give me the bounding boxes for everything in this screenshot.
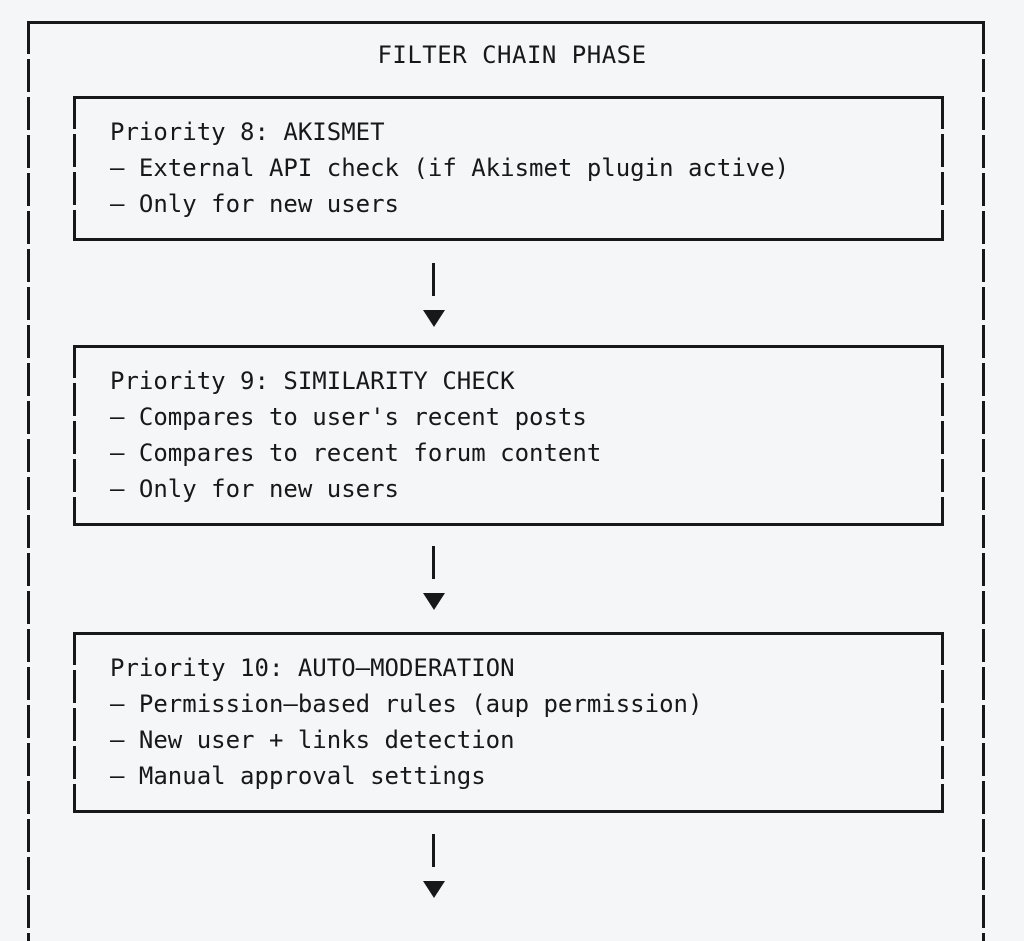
step-border-left bbox=[73, 96, 76, 241]
arrow-stem bbox=[432, 546, 435, 579]
step-border-bottom bbox=[73, 238, 944, 241]
step-border-left bbox=[73, 632, 76, 813]
arrow-stem bbox=[432, 263, 435, 296]
step-detail-line: – Compares to user's recent posts bbox=[110, 403, 587, 431]
step-heading: Priority 10: AUTO–MODERATION bbox=[110, 654, 515, 682]
step-detail-line: – New user + links detection bbox=[110, 726, 515, 754]
step-border-right bbox=[941, 96, 944, 241]
step-box-priority-9-similarity-check: Priority 9: SIMILARITY CHECK – Compares … bbox=[73, 345, 944, 526]
step-body: Priority 9: SIMILARITY CHECK – Compares … bbox=[73, 345, 944, 507]
step-heading: Priority 8: AKISMET bbox=[110, 118, 385, 146]
phase-border-right bbox=[982, 21, 985, 941]
step-border-right bbox=[941, 632, 944, 813]
step-border-top bbox=[73, 345, 944, 348]
arrow-down-icon bbox=[423, 593, 445, 610]
step-detail-line: – Only for new users bbox=[110, 475, 399, 503]
phase-border-left bbox=[27, 21, 30, 941]
step-box-priority-10-auto-moderation: Priority 10: AUTO–MODERATION – Permissio… bbox=[73, 632, 944, 813]
step-detail-line: – Only for new users bbox=[110, 190, 399, 218]
step-border-top bbox=[73, 632, 944, 635]
step-body: Priority 10: AUTO–MODERATION – Permissio… bbox=[73, 632, 944, 794]
step-heading: Priority 9: SIMILARITY CHECK bbox=[110, 367, 515, 395]
arrow-down-icon bbox=[423, 881, 445, 898]
phase-title: FILTER CHAIN PHASE bbox=[377, 41, 647, 69]
step-detail-line: – External API check (if Akismet plugin … bbox=[110, 154, 790, 182]
diagram-canvas: FILTER CHAIN PHASE Priority 8: AKISMET –… bbox=[27, 21, 985, 941]
step-detail-line: – Manual approval settings bbox=[110, 762, 486, 790]
step-box-priority-8-akismet: Priority 8: AKISMET – External API check… bbox=[73, 96, 944, 241]
arrow-stem bbox=[432, 834, 435, 867]
phase-border-top bbox=[27, 21, 985, 24]
step-border-left bbox=[73, 345, 76, 526]
step-border-bottom bbox=[73, 523, 944, 526]
filter-chain-phase-container bbox=[27, 21, 985, 941]
step-detail-line: – Permission–based rules (aup permission… bbox=[110, 690, 703, 718]
step-body: Priority 8: AKISMET – External API check… bbox=[73, 96, 944, 222]
step-border-top bbox=[73, 96, 944, 99]
step-border-bottom bbox=[73, 810, 944, 813]
arrow-down-icon bbox=[423, 310, 445, 327]
step-border-right bbox=[941, 345, 944, 526]
step-detail-line: – Compares to recent forum content bbox=[110, 439, 602, 467]
